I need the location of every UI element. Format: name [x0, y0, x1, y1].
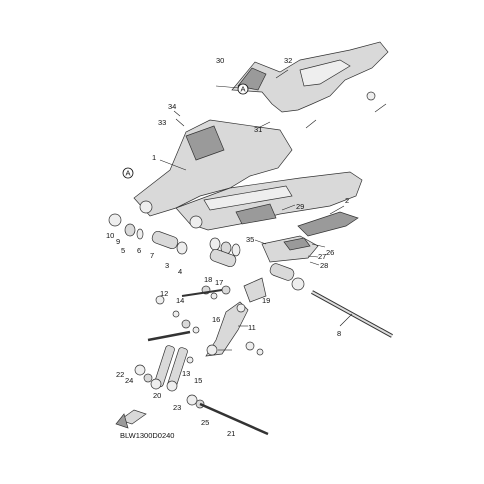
label-9: 9: [116, 237, 120, 246]
label-30: 30: [216, 56, 224, 65]
pivot-hardware: [108, 213, 241, 268]
label-11: 11: [248, 323, 256, 332]
part-labels: 1 2 3 4 5 6 7 8 9 10 11 12 13 14 15 16 1…: [106, 56, 349, 438]
chain-slider: [297, 211, 359, 237]
connecting-rods: [150, 345, 188, 392]
label-24: 24: [125, 376, 133, 385]
label-2: 2: [345, 196, 349, 205]
label-7: 7: [150, 251, 154, 260]
label-33: 33: [158, 118, 166, 127]
label-25: 25: [201, 418, 209, 427]
label-1: 1: [152, 153, 156, 162]
label-31: 31: [254, 125, 262, 134]
label-26: 26: [326, 248, 334, 257]
label-6: 6: [137, 246, 141, 255]
label-5: 5: [121, 246, 125, 255]
reference-marker-left: [122, 167, 134, 179]
label-18: 18: [204, 275, 212, 284]
label-13: 13: [182, 369, 190, 378]
brake-hose-bracket: [261, 235, 319, 263]
label-29: 29: [296, 202, 304, 211]
relay-arm: [205, 301, 249, 357]
reference-label-left: A: [125, 169, 130, 178]
label-14: 14: [176, 296, 184, 305]
label-32: 32: [284, 56, 292, 65]
reference-markers: A A: [122, 83, 249, 179]
label-8: 8: [337, 329, 341, 338]
label-17: 17: [215, 278, 223, 287]
label-4: 4: [178, 267, 182, 276]
label-22: 22: [116, 370, 124, 379]
reference-marker-top: [237, 83, 249, 95]
label-23: 23: [173, 403, 181, 412]
lower-hardware: [134, 285, 264, 409]
swingarm: [133, 119, 363, 231]
label-27: 27: [318, 252, 326, 261]
label-20: 20: [153, 391, 161, 400]
label-15: 15: [194, 376, 202, 385]
reference-label-top: A: [240, 85, 245, 94]
diagram-code: BLW1300D0240: [120, 431, 175, 440]
callout-lines: [159, 69, 387, 351]
label-35: 35: [246, 235, 254, 244]
stopper-bracket: [243, 277, 267, 303]
bolts: [147, 289, 269, 436]
label-12: 12: [160, 289, 168, 298]
chain-guard: [231, 41, 389, 113]
front-arrow-icon: [115, 409, 147, 429]
label-28: 28: [320, 261, 328, 270]
label-19: 19: [262, 296, 270, 305]
label-34: 34: [168, 102, 176, 111]
label-16: 16: [212, 315, 220, 324]
right-pivot-hardware: [269, 263, 305, 291]
label-21: 21: [227, 429, 235, 438]
label-3: 3: [165, 261, 169, 270]
label-10: 10: [106, 231, 114, 240]
